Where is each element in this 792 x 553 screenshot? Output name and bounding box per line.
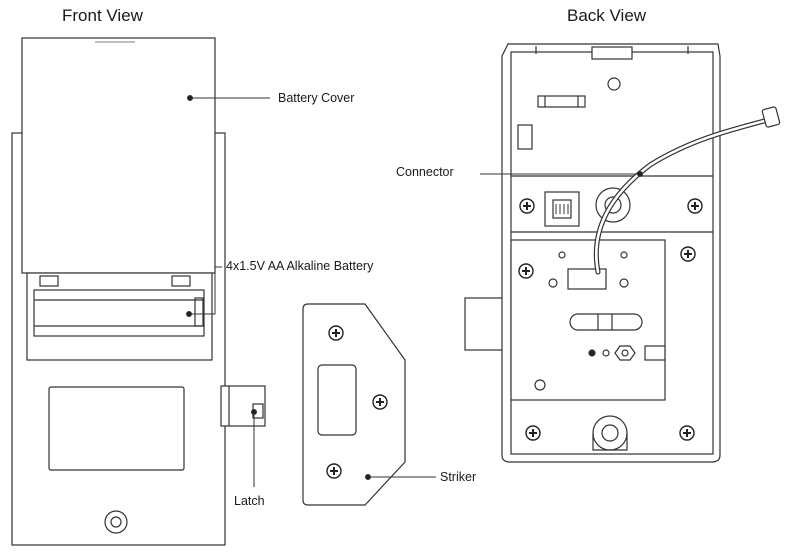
connector-label: Connector: [396, 165, 454, 179]
striker-label: Striker: [440, 470, 477, 484]
front-view-title: Front View: [62, 6, 143, 25]
card-reader-window: [48, 386, 185, 471]
latch-label: Latch: [234, 494, 265, 508]
dead-bolt: [464, 297, 504, 351]
battery-label: 4x1.5V AA Alkaline Battery: [226, 259, 374, 273]
battery-cover-label: Battery Cover: [278, 91, 355, 105]
back-view-lock: [464, 43, 721, 463]
front-view-lock: [11, 37, 226, 546]
battery-cover: [21, 37, 216, 274]
keyhole-icon: [104, 510, 128, 534]
striker-plate: [302, 303, 406, 506]
back-view-title: Back View: [567, 6, 647, 25]
striker-leader: [365, 474, 436, 480]
front-leaders: [186, 95, 270, 487]
connector-cable: [593, 106, 781, 275]
connector-leader: [480, 171, 643, 177]
battery-pack: [33, 289, 205, 337]
latch: [220, 385, 266, 427]
